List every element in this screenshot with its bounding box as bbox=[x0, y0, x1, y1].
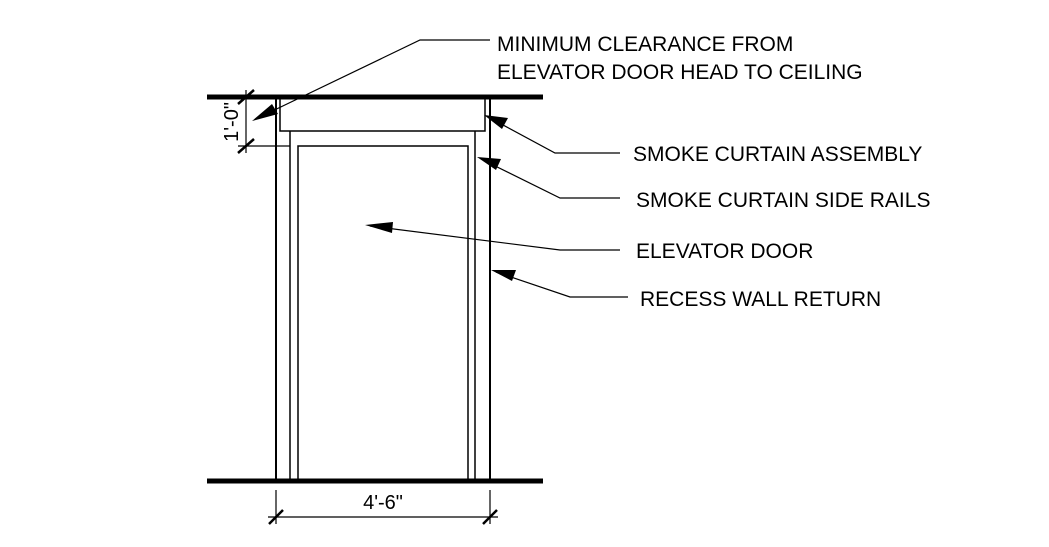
label-elevator-door: ELEVATOR DOOR bbox=[636, 240, 813, 263]
arrowhead-elevator-door bbox=[365, 222, 393, 233]
arrowhead-recess-wall bbox=[491, 270, 516, 281]
label-recess-wall-return: RECESS WALL RETURN bbox=[640, 288, 881, 311]
elevator-door bbox=[297, 145, 469, 482]
leader-side-rails bbox=[482, 159, 620, 199]
label-smoke-curtain-side-rails: SMOKE CURTAIN SIDE RAILS bbox=[636, 189, 930, 212]
label-clearance-line1: MINIMUM CLEARANCE FROM bbox=[497, 33, 793, 56]
width-tick-right bbox=[482, 509, 498, 525]
arrowhead-smoke-curtain-assembly bbox=[484, 115, 508, 129]
arrowhead-clearance bbox=[252, 104, 278, 121]
leader-elevator-door bbox=[369, 225, 620, 251]
width-dimension-text: 4'-6" bbox=[363, 492, 403, 514]
clearance-dimension-text: 1'-0" bbox=[221, 102, 243, 142]
arrowhead-side-rails bbox=[477, 157, 501, 170]
leader-recess-wall bbox=[495, 271, 628, 298]
label-smoke-curtain-assembly: SMOKE CURTAIN ASSEMBLY bbox=[633, 143, 922, 166]
width-tick-left bbox=[268, 509, 284, 525]
clearance-tick-top bbox=[237, 89, 255, 105]
smoke-curtain-assembly bbox=[279, 96, 486, 132]
label-clearance-line2: ELEVATOR DOOR HEAD TO CEILING bbox=[497, 61, 863, 84]
leader-smoke-curtain-assembly bbox=[489, 117, 620, 154]
leader-clearance bbox=[261, 39, 490, 117]
clearance-tick-bottom bbox=[237, 138, 255, 154]
